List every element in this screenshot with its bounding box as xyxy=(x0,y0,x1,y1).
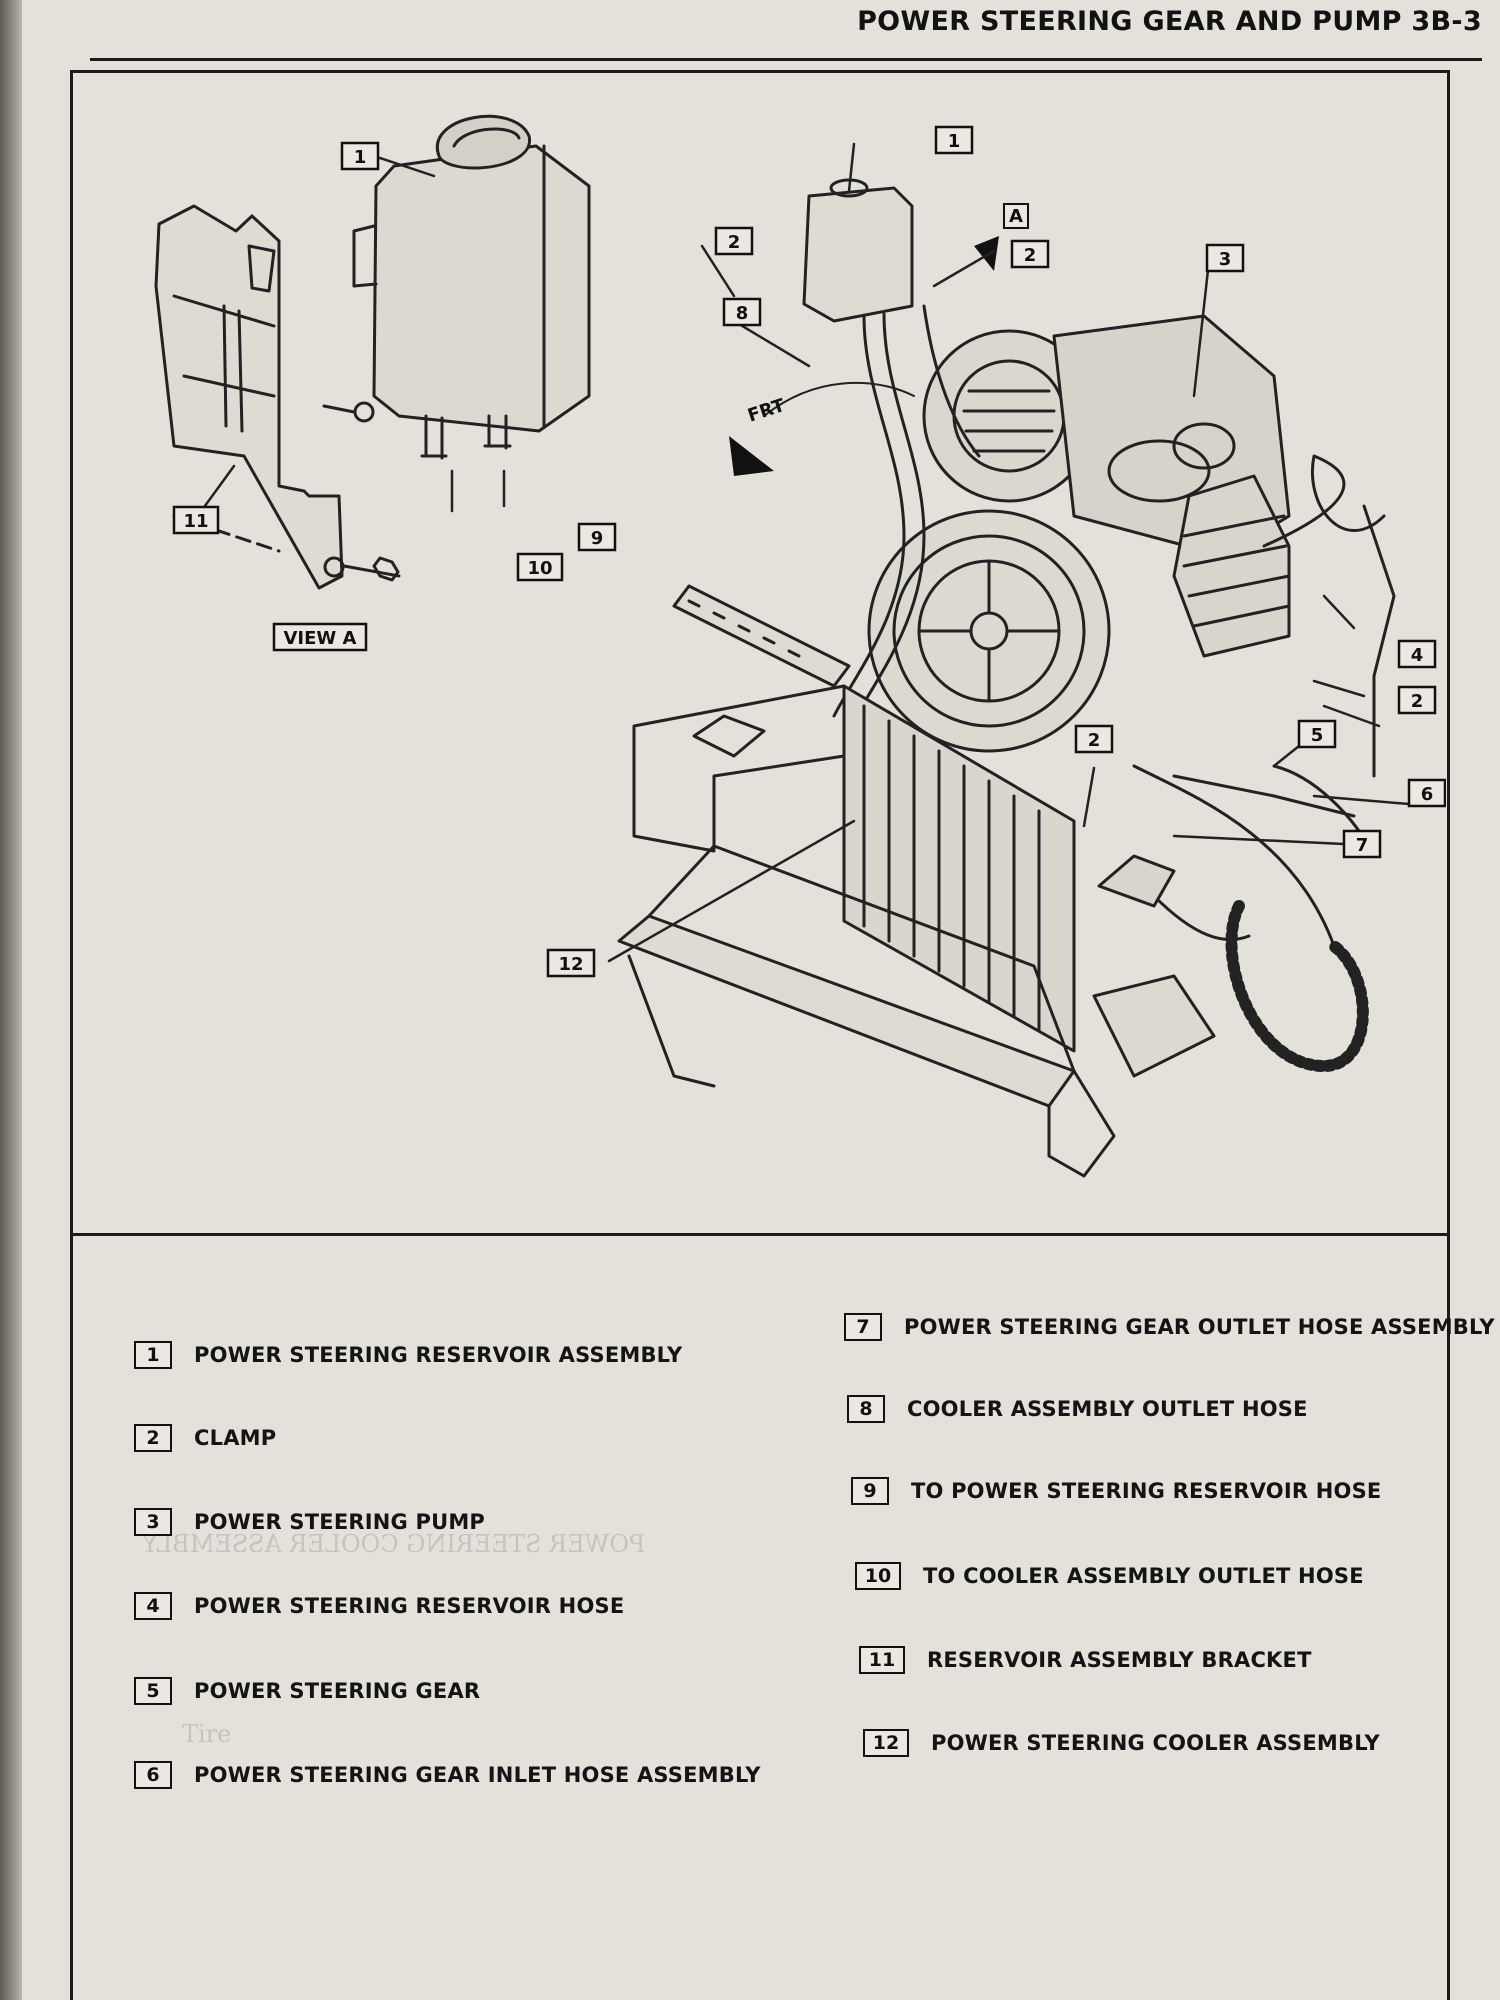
legend-item: 3 POWER STEERING PUMP xyxy=(134,1508,485,1536)
callout-boxes: 1 11 10 9 1 2 2 3 8 4 2 5 6 7 2 12 xyxy=(172,125,1446,978)
callout-6: 6 xyxy=(1407,778,1446,808)
legend-number: 11 xyxy=(859,1646,905,1674)
callout-8: 8 xyxy=(722,297,762,327)
callout-1-main: 1 xyxy=(934,125,974,155)
legend-item: 5 POWER STEERING GEAR xyxy=(134,1677,480,1705)
manual-page: POWER STEERING COOLER ASSEMBLY Tire POWE… xyxy=(22,0,1500,2000)
view-marker: A xyxy=(1003,203,1029,229)
leader-lines xyxy=(192,142,1411,963)
legend-label: CLAMP xyxy=(194,1426,277,1450)
legend-number: 5 xyxy=(134,1677,172,1705)
legend-label: POWER STEERING RESERVOIR ASSEMBLY xyxy=(194,1343,683,1367)
legend-number: 6 xyxy=(134,1761,172,1789)
legend-item: 11 RESERVOIR ASSEMBLY BRACKET xyxy=(859,1646,1312,1674)
callout-label: 8 xyxy=(736,303,749,324)
callout-label: 10 xyxy=(527,558,552,579)
bleed-through-text: Tire xyxy=(182,1720,232,1748)
callout-11: 11 xyxy=(172,505,220,535)
legend-label: TO COOLER ASSEMBLY OUTLET HOSE xyxy=(923,1564,1364,1588)
legend-label: POWER STEERING COOLER ASSEMBLY xyxy=(931,1731,1380,1755)
legend-item: 7 POWER STEERING GEAR OUTLET HOSE ASSEMB… xyxy=(844,1313,1495,1341)
callout-label: 2 xyxy=(1088,730,1101,751)
legend-divider xyxy=(70,1233,1450,1236)
callout-label: 2 xyxy=(1411,691,1424,712)
legend-number: 4 xyxy=(134,1592,172,1620)
callout-10: 10 xyxy=(516,552,564,582)
legend-number: 7 xyxy=(844,1313,882,1341)
callout-label: 5 xyxy=(1311,725,1324,746)
legend-item: 2 CLAMP xyxy=(134,1424,276,1452)
legend-label: POWER STEERING GEAR INLET HOSE ASSEMBLY xyxy=(194,1763,761,1787)
legend-item: 12 POWER STEERING COOLER ASSEMBLY xyxy=(863,1729,1380,1757)
callout-2-bottom: 2 xyxy=(1074,724,1114,754)
figure-frame xyxy=(70,70,1450,2000)
legend-number: 3 xyxy=(134,1508,172,1536)
callout-label: 3 xyxy=(1219,249,1232,270)
callout-12: 12 xyxy=(546,948,596,978)
reservoir-body xyxy=(372,144,591,433)
legend-number: 1 xyxy=(134,1341,172,1369)
callout-label: 12 xyxy=(558,954,583,975)
callout-label: 4 xyxy=(1411,645,1424,666)
legend-number: 12 xyxy=(863,1729,909,1757)
legend-label: POWER STEERING GEAR xyxy=(194,1679,481,1703)
callout-label: 6 xyxy=(1421,784,1434,805)
page-binding-shadow xyxy=(0,0,22,2000)
callout-label: 1 xyxy=(354,147,367,168)
callout-label: 7 xyxy=(1356,835,1369,856)
callout-2-top-left: 2 xyxy=(714,226,754,256)
legend-label: RESERVOIR ASSEMBLY BRACKET xyxy=(927,1648,1312,1672)
legend-item: 1 POWER STEERING RESERVOIR ASSEMBLY xyxy=(134,1341,682,1369)
callout-2-right: 2 xyxy=(1397,685,1437,715)
callout-label: 11 xyxy=(183,511,208,532)
legend-label: POWER STEERING RESERVOIR HOSE xyxy=(194,1594,625,1618)
legend-item: 6 POWER STEERING GEAR INLET HOSE ASSEMBL… xyxy=(134,1761,761,1789)
page-header: POWER STEERING GEAR AND PUMP 3B-3 xyxy=(857,6,1482,37)
exploded-diagram: 1 11 10 9 1 2 2 3 8 4 2 5 6 7 2 12 VIEW … xyxy=(154,114,1446,1178)
legend-label: COOLER ASSEMBLY OUTLET HOSE xyxy=(907,1397,1308,1421)
callout-7: 7 xyxy=(1342,829,1382,859)
callout-1-view-a: 1 xyxy=(340,141,380,171)
legend-item: 4 POWER STEERING RESERVOIR HOSE xyxy=(134,1592,624,1620)
legend-item: 8 COOLER ASSEMBLY OUTLET HOSE xyxy=(847,1395,1308,1423)
legend-item: 9 TO POWER STEERING RESERVOIR HOSE xyxy=(851,1477,1381,1505)
legend-label: POWER STEERING GEAR OUTLET HOSE ASSEMBLY xyxy=(904,1315,1495,1339)
callout-9: 9 xyxy=(577,522,617,552)
legend-number: 8 xyxy=(847,1395,885,1423)
callout-2-top-right: 2 xyxy=(1010,239,1050,269)
frt-label: FRT xyxy=(745,395,788,427)
legend-number: 10 xyxy=(855,1562,901,1590)
svg-text:VIEW A: VIEW A xyxy=(284,628,357,649)
main-assembly xyxy=(617,178,1396,1178)
callout-label: 2 xyxy=(1024,245,1037,266)
callout-label: 1 xyxy=(948,131,961,152)
callout-4: 4 xyxy=(1397,639,1437,669)
header-rule xyxy=(90,58,1482,61)
legend-label: POWER STEERING PUMP xyxy=(194,1510,486,1534)
legend-item: 10 TO COOLER ASSEMBLY OUTLET HOSE xyxy=(855,1562,1364,1590)
view-a-label: VIEW A xyxy=(272,622,368,652)
legend-label: TO POWER STEERING RESERVOIR HOSE xyxy=(911,1479,1382,1503)
legend-number: 9 xyxy=(851,1477,889,1505)
svg-text:A: A xyxy=(1009,206,1023,227)
callout-5: 5 xyxy=(1297,719,1337,749)
callout-label: 9 xyxy=(591,528,604,549)
view-a-detail xyxy=(154,114,591,590)
callout-3: 3 xyxy=(1205,243,1245,273)
legend-number: 2 xyxy=(134,1424,172,1452)
callout-label: 2 xyxy=(728,232,741,253)
